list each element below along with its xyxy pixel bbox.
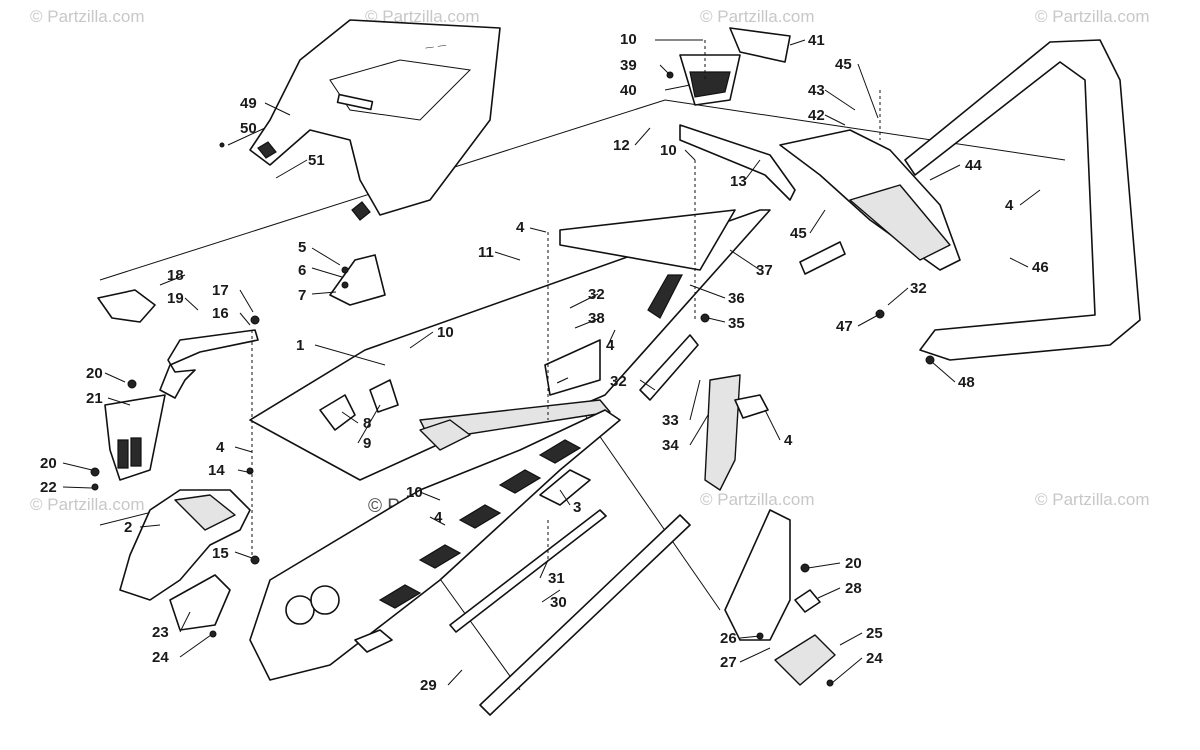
bumper-disc [369,379,399,413]
callout-27: 27 [720,654,737,671]
callout-45: 45 [790,225,807,242]
callout-51: 51 [308,152,325,169]
callout-40: 40 [620,82,637,99]
callout-39: 39 [620,57,637,74]
callout-19: 19 [167,290,184,307]
callout-10: 10 [660,142,677,159]
callout-35: 35 [728,315,745,332]
callout-12: 12 [613,137,630,154]
callout-44: 44 [965,157,982,174]
callout-22: 22 [40,479,57,496]
callout-46: 46 [1032,259,1049,276]
callout-32: 32 [610,373,627,390]
watermark: © Partzilla.com [1035,490,1150,509]
callout-38: 38 [588,310,605,327]
callout-4: 4 [784,432,793,449]
callout-32: 32 [910,280,927,297]
callout-30: 30 [550,594,567,611]
callout-6: 6 [298,262,306,279]
tunnel: — [249,209,771,481]
callout-17: 17 [212,282,229,299]
callout-labels: 1 2 3 4 4 4 4 4 4 5 6 7 8 9 10 10 10 10 … [40,31,1049,694]
callout-41: 41 [808,32,825,49]
seat: —— —— [249,19,501,221]
callout-11: 11 [478,244,494,261]
callout-28: 28 [845,580,862,597]
callout-33: 33 [662,412,679,429]
mount-bracket [329,254,386,306]
callout-16: 16 [212,305,229,322]
watermark: © Partzilla.com [700,7,815,26]
snow-flap [779,129,961,275]
bumper-disc [319,394,356,431]
callout-47: 47 [836,318,853,335]
callout-4: 4 [1005,197,1014,214]
callout-1: 1 [296,337,304,354]
footrest [724,509,836,686]
callout-42: 42 [808,107,825,124]
callout-36: 36 [728,290,745,307]
callout-10: 10 [620,31,637,48]
watermark: © Partzilla.com [700,490,815,509]
side-trim [639,334,769,491]
callout-24: 24 [866,650,883,667]
callout-21: 21 [86,390,103,407]
callout-3: 3 [573,499,581,516]
callout-49: 49 [240,95,257,112]
callout-18: 18 [167,267,184,284]
leader-lines [62,39,1041,686]
callout-43: 43 [808,82,825,99]
watermark: © Partzilla.com [30,7,145,26]
callout-50: 50 [240,120,257,137]
callout-37: 37 [756,262,773,279]
watermark: © Partzilla.com [30,495,145,514]
callout-4: 4 [516,219,525,236]
callout-20: 20 [86,365,103,382]
rail [449,469,691,716]
callout-13: 13 [730,173,747,190]
watermark: © Partzilla.com [1035,7,1150,26]
hitch-bracket [679,124,796,201]
hardware-lines [251,40,881,560]
callout-10: 10 [437,324,454,341]
callout-14: 14 [208,462,225,479]
rear-bumper [904,39,1141,361]
callout-24: 24 [152,649,169,666]
step [169,574,231,631]
callout-2: 2 [124,519,132,536]
svg-text:—— ——: —— —— [425,41,448,52]
callout-4: 4 [606,337,615,354]
callout-7: 7 [298,287,306,304]
callout-32: 32 [588,286,605,303]
callout-4: 4 [216,439,225,456]
callout-29: 29 [420,677,437,694]
pad [419,419,471,451]
grab-handle [159,329,259,399]
callout-48: 48 [958,374,975,391]
callout-25: 25 [866,625,883,642]
plate [104,394,166,481]
callout-15: 15 [212,545,229,562]
callout-20: 20 [845,555,862,572]
taillight [679,27,791,106]
callout-9: 9 [363,435,371,452]
callout-8: 8 [363,415,371,432]
callout-34: 34 [662,437,679,454]
callout-5: 5 [298,239,306,256]
running-board [249,409,621,681]
callout-4: 4 [434,509,443,526]
callout-20: 20 [40,455,57,472]
callout-26: 26 [720,630,737,647]
callout-31: 31 [548,570,565,587]
svg-text:—: — [554,371,571,389]
callout-10: 10 [406,484,423,501]
watermark: © Partzilla.com [365,7,480,26]
cover [97,289,156,323]
front-bracket [119,489,251,601]
callout-45: 45 [835,56,852,73]
callout-23: 23 [152,624,169,641]
